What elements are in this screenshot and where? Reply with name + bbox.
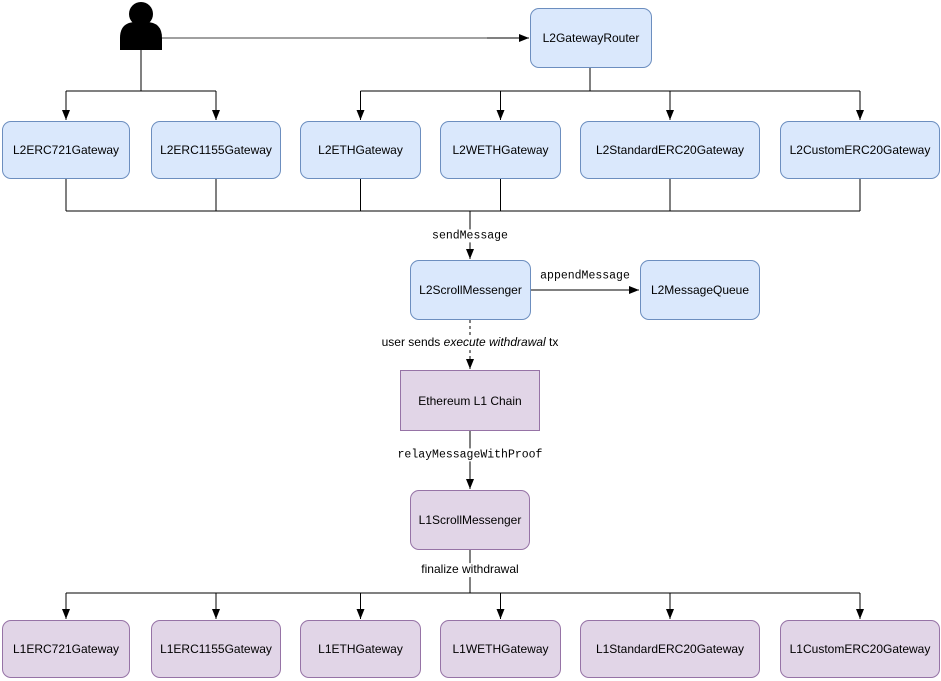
edge-label-user-sends-tx: user sends execute withdrawal tx	[379, 335, 561, 350]
edge-label-relay-message: relayMessageWithProof	[395, 448, 545, 462]
node-label: L2ScrollMessenger	[419, 283, 522, 297]
edge-l2gateways-joiner	[65, 179, 861, 212]
node-l2-erc1155-gateway: L2ERC1155Gateway	[151, 121, 281, 179]
node-label: L1CustomERC20Gateway	[789, 642, 931, 656]
edge-label-part-prefix: user sends	[381, 335, 444, 350]
node-label: L1ETHGateway	[318, 642, 403, 656]
node-label: L1ERC721Gateway	[12, 642, 120, 656]
node-l2-weth-gateway: L2WETHGateway	[440, 121, 561, 179]
node-l2-message-queue: L2MessageQueue	[640, 260, 760, 320]
node-l1-weth-gateway: L1WETHGateway	[440, 620, 561, 678]
edge-label-part-emphasis: execute withdrawal	[443, 335, 546, 350]
node-label: L2ERC1155Gateway	[160, 143, 272, 157]
node-label: L2GatewayRouter	[542, 31, 640, 45]
node-label: L2CustomERC20Gateway	[789, 143, 931, 157]
edge-label-append-message: appendMessage	[538, 269, 632, 283]
node-l1-erc1155-gateway: L1ERC1155Gateway	[151, 620, 281, 678]
node-label: L2WETHGateway	[452, 143, 549, 157]
node-label: Ethereum L1 Chain	[418, 393, 522, 408]
node-label: L2ETHGateway	[318, 143, 403, 157]
node-label: L1ScrollMessenger	[418, 513, 522, 527]
person-icon	[120, 2, 162, 50]
node-l1-scroll-messenger: L1ScrollMessenger	[410, 490, 530, 550]
node-label: L2ERC721Gateway	[12, 143, 120, 157]
node-l2-eth-gateway: L2ETHGateway	[300, 121, 421, 179]
node-label: L1ERC1155Gateway	[160, 642, 272, 656]
node-l2-scroll-messenger: L2ScrollMessenger	[410, 260, 531, 320]
node-l2-erc721-gateway: L2ERC721Gateway	[2, 121, 130, 179]
node-l2-gateway-router: L2GatewayRouter	[530, 8, 652, 68]
node-l1-eth-gateway: L1ETHGateway	[300, 620, 421, 678]
edge-user-branch	[66, 50, 216, 92]
node-l1-custom-erc20-gateway: L1CustomERC20Gateway	[780, 620, 940, 678]
node-l1-erc721-gateway: L1ERC721Gateway	[2, 620, 130, 678]
edge-label-part-suffix: tx	[545, 335, 559, 350]
node-label: L2StandardERC20Gateway	[595, 143, 745, 157]
edge-router-branch	[360, 68, 860, 92]
node-ethereum-l1-chain: Ethereum L1 Chain	[400, 370, 540, 431]
edge-label-send-message: sendMessage	[430, 229, 510, 243]
node-label: L1StandardERC20Gateway	[595, 642, 745, 656]
node-l1-standard-erc20-gateway: L1StandardERC20Gateway	[580, 620, 760, 678]
node-label: L1WETHGateway	[452, 642, 549, 656]
node-label: L2MessageQueue	[650, 283, 750, 297]
edge-label-finalize-withdrawal: finalize withdrawal	[419, 562, 521, 577]
node-l2-custom-erc20-gateway: L2CustomERC20Gateway	[780, 121, 940, 179]
node-l2-standard-erc20-gateway: L2StandardERC20Gateway	[580, 121, 760, 179]
